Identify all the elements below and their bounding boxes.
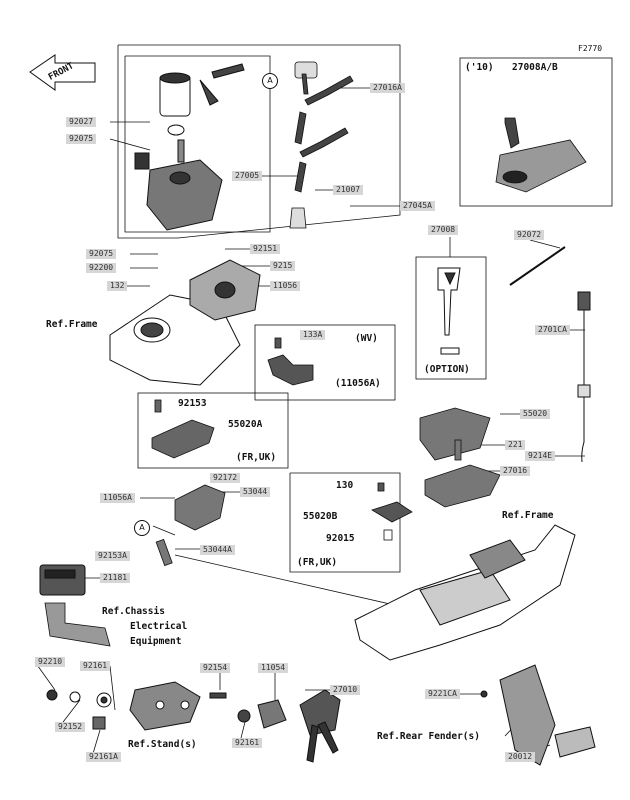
- bracket-55020-icon: [419, 407, 501, 508]
- figure-id: F2770: [578, 44, 603, 53]
- callout-a-bottom: A: [134, 520, 150, 536]
- ref-chassis-label-3: Equipment: [130, 636, 182, 647]
- part-92075-top: 92075: [66, 134, 97, 144]
- option-box-27008AB: [459, 57, 613, 207]
- front-arrow-icon: [29, 54, 96, 91]
- part-92161A: 92161A: [86, 752, 121, 762]
- part-27005: 27005: [232, 171, 263, 181]
- part-53044A: 53044A: [200, 545, 235, 555]
- part-92151: 92151: [250, 244, 281, 254]
- ref-frame-left-label: Ref.Frame: [46, 319, 98, 330]
- part-92153A: 92153A: [95, 551, 130, 561]
- part-11056A-left: 11056A: [100, 493, 135, 503]
- fr-uk-box-left: [137, 392, 289, 469]
- single-key-icon: [437, 267, 461, 355]
- part-130-label: 130: [336, 480, 354, 491]
- part-92152: 92152: [55, 722, 86, 732]
- bracket-11056A-icon: [155, 484, 226, 567]
- part-92153-label: 92153: [178, 398, 207, 409]
- part-27045A: 27045A: [400, 201, 435, 211]
- part-92072: 92072: [514, 230, 545, 240]
- part-92015-label: 92015: [326, 533, 355, 544]
- cable-tie-icon: [509, 246, 566, 286]
- part-9214E: 9214E: [525, 451, 556, 461]
- ref-chassis-label-1: Ref.Chassis: [102, 606, 165, 617]
- part-11054: 11054: [258, 663, 289, 673]
- part-2701CA: 2701CA: [535, 325, 570, 335]
- part-27016: 27016: [500, 466, 531, 476]
- wv-label: (WV): [355, 333, 378, 344]
- part-20012: 20012: [505, 752, 536, 762]
- fr-uk-label-1: (FR,UK): [236, 452, 277, 463]
- year-label: ('10): [465, 62, 494, 73]
- bracket-55020A-icon: [151, 399, 215, 459]
- stand-parts-icon: [46, 681, 341, 763]
- part-221: 221: [505, 440, 526, 450]
- rear-frame-icon: [354, 524, 576, 661]
- part-92200: 92200: [86, 263, 117, 273]
- fr-uk-box-right: [289, 472, 401, 573]
- part-92210: 92210: [35, 657, 66, 667]
- option-box-27008: [415, 256, 487, 380]
- ref-rear-fender-label: Ref.Rear Fender(s): [377, 731, 480, 742]
- part-9221CA: 9221CA: [425, 689, 460, 699]
- ignition-cylinder-icon: [134, 63, 245, 231]
- part-133A: 133A: [300, 330, 326, 340]
- part-92027: 92027: [66, 117, 97, 127]
- part-53044: 53044: [240, 487, 271, 497]
- part-27010: 27010: [330, 685, 361, 695]
- part-27016A: 27016A: [370, 83, 405, 93]
- part-11056A-wv-label: (11056A): [335, 378, 381, 389]
- part-55020: 55020: [520, 409, 551, 419]
- wv-box: [254, 324, 396, 401]
- key-set-icon: [289, 61, 354, 229]
- fr-uk-label-2: (FR,UK): [297, 557, 338, 568]
- part-92161-left: 92161: [80, 661, 111, 671]
- assembly-box-27045A: [117, 44, 401, 239]
- part-92075-mid: 92075: [86, 249, 117, 259]
- part-11056: 11056: [270, 281, 301, 291]
- ref-chassis-label-2: Electrical: [130, 621, 188, 632]
- rear-fender-icon: [480, 664, 596, 766]
- part-27008: 27008: [428, 225, 459, 235]
- steering-stem-icon: [109, 259, 261, 386]
- part-55020B-label: 55020B: [303, 511, 338, 522]
- assembly-box-27005: [124, 55, 271, 233]
- callout-a-top: A: [262, 73, 278, 89]
- ref-frame-right-label: Ref.Frame: [502, 510, 554, 521]
- smart-key-icon: [495, 117, 587, 193]
- part-9215: 9215: [270, 261, 296, 271]
- ref-stand-label: Ref.Stand(s): [128, 739, 197, 750]
- bracket-55020B-icon: [371, 482, 413, 541]
- part-92172: 92172: [210, 473, 241, 483]
- part-132: 132: [107, 281, 128, 291]
- option-label: (OPTION): [424, 364, 470, 375]
- part-21181: 21181: [100, 573, 131, 583]
- chassis-bracket-icon: [44, 602, 111, 647]
- part-27008AB-label: 27008A/B: [512, 62, 558, 73]
- part-92161-right: 92161: [232, 738, 263, 748]
- wv-bracket-icon: [267, 337, 314, 386]
- wire-harness-icon: [577, 291, 591, 463]
- part-21007: 21007: [333, 185, 364, 195]
- relay-icon: [39, 564, 86, 596]
- part-92154: 92154: [200, 663, 231, 673]
- part-55020A-label: 55020A: [228, 419, 263, 430]
